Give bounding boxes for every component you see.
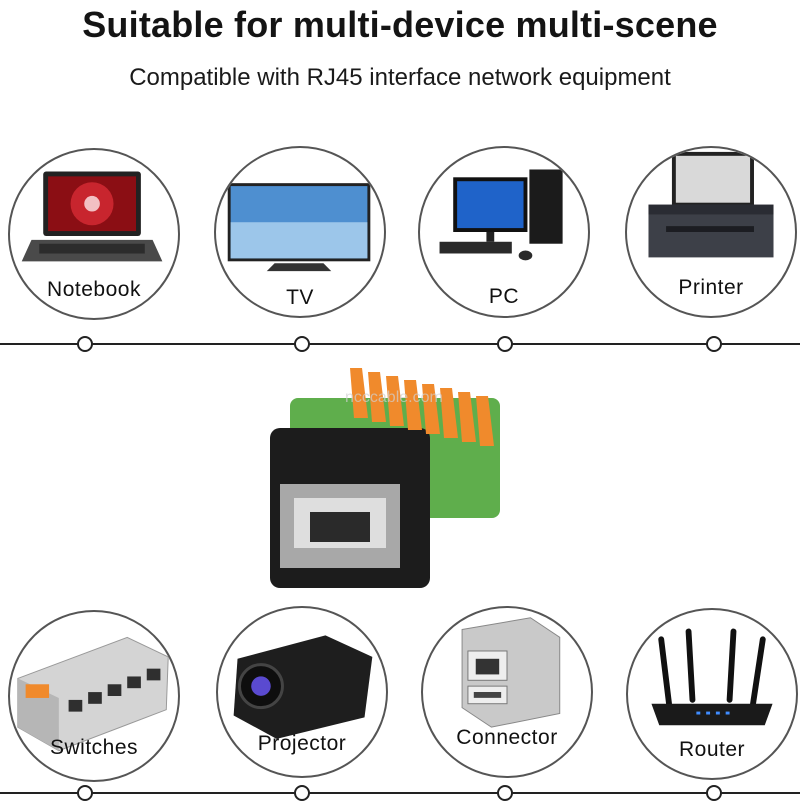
device-card-connector: Connector: [421, 606, 593, 778]
page-title: Suitable for multi-device multi-scene: [82, 4, 718, 45]
device-label-switches: Switches: [49, 736, 139, 759]
bottom-divider-line: [0, 792, 800, 794]
printer-icon: [648, 151, 774, 258]
pc-icon: [439, 169, 563, 261]
device-label-tv: TV: [286, 286, 314, 309]
device-label-pc: PC: [488, 285, 520, 308]
watermark-text: ncccable.com: [345, 389, 443, 406]
device-label-notebook: Notebook: [47, 278, 141, 301]
laptop-icon: [21, 171, 163, 262]
top-dot-3: [497, 336, 513, 352]
device-label-printer: Printer: [678, 276, 744, 299]
device-card-pc: PC: [418, 146, 590, 318]
connector-icon: [461, 617, 561, 728]
device-card-router: Router: [626, 608, 798, 780]
page-subtitle: Compatible with RJ45 interface network e…: [129, 64, 671, 91]
switch-icon: [17, 636, 169, 752]
top-dot-4: [706, 336, 722, 352]
device-label-router: Router: [678, 738, 746, 761]
bottom-dot-3: [497, 785, 513, 801]
device-card-projector: Projector: [216, 606, 388, 778]
bottom-dot-2: [294, 785, 310, 801]
rj45-terminal-adapter-image: ncccable.com: [270, 368, 500, 588]
top-dot-2: [294, 336, 310, 352]
top-dot-1: [77, 336, 93, 352]
device-label-connector: Connector: [456, 726, 558, 749]
bottom-dot-1: [77, 785, 93, 801]
device-card-notebook: Notebook: [8, 148, 180, 320]
router-icon: [651, 628, 773, 726]
device-label-projector: Projector: [257, 732, 347, 755]
bottom-dot-4: [706, 785, 722, 801]
projector-icon: [233, 635, 373, 739]
device-card-switches: Switches: [8, 610, 180, 782]
tv-icon: [227, 183, 371, 272]
top-divider-line: [0, 343, 800, 345]
device-card-printer: Printer: [625, 146, 797, 318]
device-card-tv: TV: [214, 146, 386, 318]
